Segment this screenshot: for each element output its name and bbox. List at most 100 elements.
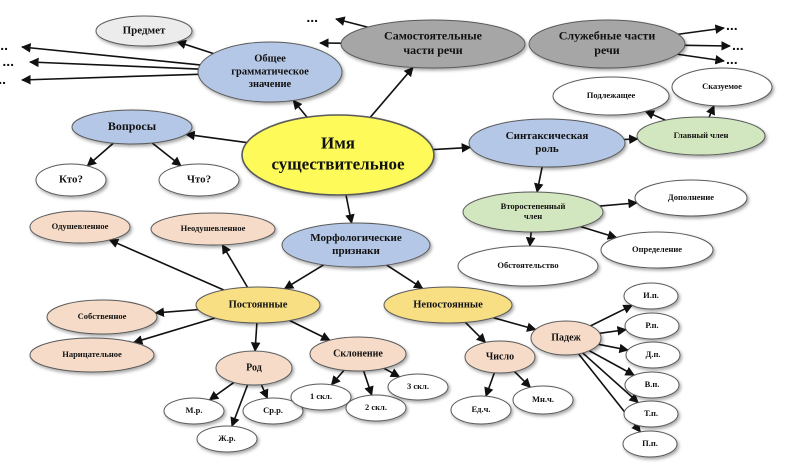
node-shape-skaz xyxy=(671,67,773,107)
node-label-postoyan: Постоянные xyxy=(229,299,288,310)
stub-arrow-sluzh-7 xyxy=(677,53,725,65)
node-label-chislo: Число xyxy=(486,351,514,362)
arrow-padezh-to-rp xyxy=(599,326,628,336)
node-label-sint: Синтаксическая xyxy=(506,130,589,142)
node-padezh: Падеж xyxy=(530,320,602,356)
node-zhr: Ж.р. xyxy=(196,425,258,453)
node-chto: Что? xyxy=(158,163,240,197)
node-label-obst: Обстоятельство xyxy=(497,260,558,270)
node-label-ip: И.п. xyxy=(643,290,659,300)
node-shape-skl3 xyxy=(387,373,449,401)
node-voprosy: Вопросы xyxy=(71,109,193,145)
node-ip: И.п. xyxy=(623,282,679,310)
node-podlezh: Подлежащее xyxy=(552,76,670,116)
node-vp: В.п. xyxy=(624,371,680,399)
node-label-kto: Кто? xyxy=(59,174,83,186)
node-label-center: существительное xyxy=(271,154,405,173)
node-mr: М.р. xyxy=(163,397,225,425)
node-label-obshchee: грамматическое xyxy=(231,66,309,77)
node-shape-predmet xyxy=(95,15,193,47)
arrow-postoyan-to-sklonenie xyxy=(289,319,331,341)
node-shape-samost xyxy=(340,19,526,69)
node-shape-mnch xyxy=(512,385,574,415)
node-label-neodush: Неодушевленное xyxy=(181,223,246,233)
node-shape-morf xyxy=(281,222,431,268)
arrow-sklonenie-to-skl3 xyxy=(383,367,401,378)
stub-arrow-obshchee-2 xyxy=(21,73,199,85)
node-label-tp: Т.п. xyxy=(644,408,658,418)
node-label-opred: Определение xyxy=(632,244,682,254)
node-shape-padezh xyxy=(530,320,602,356)
node-shape-chislo xyxy=(464,340,536,374)
arrow-postoyan-to-rod xyxy=(250,322,261,352)
node-label-rod: Род xyxy=(246,362,262,373)
node-chislo: Число xyxy=(464,340,536,374)
node-shape-tp xyxy=(623,400,679,428)
node-shape-ip xyxy=(623,282,679,310)
node-skl1: 1 скл. xyxy=(290,383,352,411)
node-srr: Ср.р. xyxy=(242,397,304,425)
node-label-sobstv: Собственное xyxy=(78,311,127,321)
node-shape-nepostoyan xyxy=(383,286,513,324)
node-shape-odush xyxy=(29,210,131,244)
arrow-vtorost-to-obst xyxy=(525,231,536,247)
node-shape-pp xyxy=(622,430,678,458)
node-shape-sint xyxy=(468,118,626,168)
node-label-voprosy: Вопросы xyxy=(108,119,157,133)
node-shape-mr xyxy=(163,397,225,425)
arrow-vtorost-to-dopoln xyxy=(599,198,638,209)
node-rod: Род xyxy=(215,350,293,386)
stub-arrow-obshchee-1 xyxy=(29,57,199,70)
node-label-morf: Морфологические xyxy=(310,232,402,244)
arrow-sint-to-glavny xyxy=(624,134,639,145)
arrow-nepostoyan-to-chislo xyxy=(464,321,487,344)
node-sobstv: Собственное xyxy=(46,299,158,335)
arrow-vtorost-to-opred xyxy=(580,225,618,240)
node-label-skaz: Сказуемое xyxy=(702,81,742,91)
node-nepostoyan: Непостоянные xyxy=(383,286,513,324)
node-shape-neodush xyxy=(150,212,276,246)
arrow-glavny-to-skaz xyxy=(706,104,715,118)
arrow-center-to-samost xyxy=(369,66,414,118)
arrow-center-to-voprosy xyxy=(185,130,247,144)
node-label-skl1: 1 скл. xyxy=(310,391,332,401)
arrow-nepostoyan-to-padezh xyxy=(493,316,537,332)
node-shape-naritsat xyxy=(29,337,155,373)
arrow-voprosy-to-kto xyxy=(86,142,114,167)
node-shape-obst xyxy=(457,245,599,287)
node-mnch: Мн.ч. xyxy=(512,385,574,415)
node-label-padezh: Падеж xyxy=(551,332,581,343)
node-shape-vp xyxy=(624,371,680,399)
node-glavny: Главный член xyxy=(636,116,766,156)
node-label-vtorost: член xyxy=(524,211,542,221)
arrow-sklonenie-to-skl1 xyxy=(330,369,345,386)
node-label-dopoln: Дополнение xyxy=(668,192,714,202)
node-neodush: Неодушевленное xyxy=(150,212,276,246)
node-shape-rod xyxy=(215,350,293,386)
node-shape-skl2 xyxy=(345,394,407,422)
node-shape-kto xyxy=(35,163,107,197)
node-naritsat: Нарицательное xyxy=(29,337,155,373)
arrow-morf-to-nepostoyan xyxy=(386,264,424,290)
ellipsis-label: ... xyxy=(306,9,318,25)
node-odush: Одушевленное xyxy=(29,210,131,244)
node-shape-postoyan xyxy=(195,286,321,324)
node-dopoln: Дополнение xyxy=(634,179,748,217)
node-shape-center xyxy=(241,114,435,196)
node-label-samost: Самостоятельные xyxy=(384,28,483,42)
node-label-pp: П.п. xyxy=(642,438,658,448)
node-shape-sobstv xyxy=(46,299,158,335)
stub-arrow-obshchee-0 xyxy=(21,43,201,66)
node-label-zhr: Ж.р. xyxy=(218,433,235,443)
node-label-vp: В.п. xyxy=(645,379,660,389)
node-label-center: Имя xyxy=(321,134,355,153)
node-label-skl3: 3 скл. xyxy=(407,381,429,391)
arrow-postoyan-to-neodush xyxy=(221,243,249,288)
arrow-glavny-to-podlezh xyxy=(644,110,666,121)
node-label-dp: Д.п. xyxy=(646,349,661,359)
node-label-srr: Ср.р. xyxy=(263,405,283,415)
